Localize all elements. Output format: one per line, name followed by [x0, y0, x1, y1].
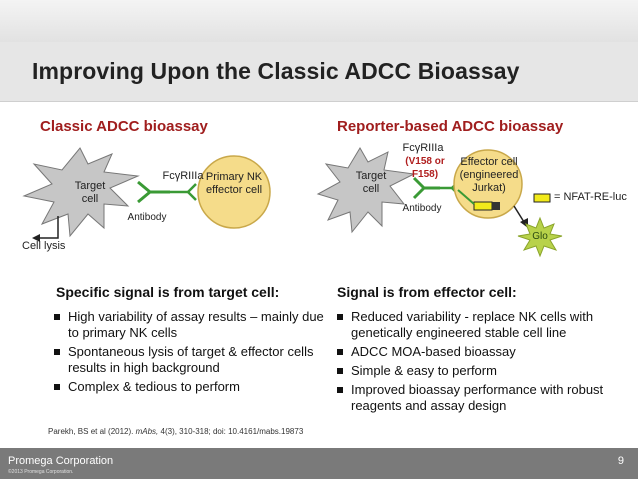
target-cell-shape [22, 147, 140, 238]
bullet-item: ADCC MOA-based bioassay [337, 344, 627, 360]
reporter-effector-label: Effector cell (engineered Jurkat) [459, 156, 519, 194]
reporter-bullet-list: Reduced variability - replace NK cells w… [337, 309, 627, 417]
legend-reporter-box [533, 193, 551, 203]
footer-bar [0, 448, 638, 479]
footer-copyright: ©2013 Promega Corporation. [8, 469, 74, 475]
reporter-receptor-variant-label: (V158 or F158) [405, 156, 445, 180]
reporter-receptor-label: FcγRIIIa [402, 142, 444, 154]
glo-burst-shape [517, 216, 563, 258]
footer-company: Promega Corporation [8, 455, 114, 467]
citation-authors: Parekh, BS et al (2012). [48, 427, 136, 436]
reporter-heading: Reporter-based ADCC bioassay [337, 118, 564, 135]
bullet-item: Simple & easy to perform [337, 363, 627, 379]
reporter-diagram: Target cell FcγRIIIa (V158 or F158) Anti… [316, 140, 628, 262]
title-bar [0, 42, 638, 102]
reporter-gene-box [473, 201, 493, 211]
citation: Parekh, BS et al (2012). mAbs, 4(3), 310… [48, 427, 303, 436]
classic-receptor-label: FcγRIIIa [162, 170, 204, 182]
slide-title: Improving Upon the Classic ADCC Bioassay [32, 58, 520, 84]
bullet-item: Complex & tedious to perform [54, 379, 326, 395]
lysis-arrow [32, 216, 59, 242]
classic-effector-label: Primary NK effector cell [205, 171, 263, 196]
reporter-target-cell-label: Target cell [355, 170, 387, 195]
antibody-icon [137, 180, 170, 204]
page-number: 9 [617, 455, 624, 467]
classic-antibody-label: Antibody [127, 212, 167, 223]
cell-lysis-label: Cell lysis [22, 240, 66, 252]
glo-label: Glo [532, 231, 548, 242]
reporter-diagram-svg [316, 147, 563, 258]
reporter-target-cell-shape [316, 147, 416, 234]
classic-bullet-list: High variability of assay results – main… [54, 309, 326, 398]
receptor-icon [170, 183, 197, 201]
citation-journal: mAbs, [135, 427, 159, 436]
glo-arrow [513, 205, 528, 228]
nk-effector-cell-shape [197, 155, 271, 229]
classic-diagram: Target cell FcγRIIIa Antibody Primary NK… [20, 140, 320, 262]
classic-diagram-svg [22, 147, 271, 242]
bullet-item: High variability of assay results – main… [54, 309, 326, 341]
signal-arrow [457, 189, 475, 205]
top-band [0, 0, 638, 42]
classic-target-cell-label: Target cell [74, 180, 106, 205]
classic-heading: Classic ADCC bioassay [40, 118, 208, 135]
legend-label: = NFAT-RE-luc [554, 191, 627, 203]
classic-card-heading: Specific signal is from target cell: [56, 284, 280, 300]
bullet-item: Spontaneous lysis of target & effector c… [54, 344, 326, 376]
reporter-gene-box-dark [492, 202, 500, 210]
citation-details: 4(3), 310-318; doi: 10.4161/mabs.19873 [158, 427, 304, 436]
bullet-item: Improved bioassay performance with robus… [337, 382, 627, 414]
bullet-item: Reduced variability - replace NK cells w… [337, 309, 627, 341]
reporter-card-heading: Signal is from effector cell: [337, 284, 517, 300]
reporter-antibody-label: Antibody [402, 203, 442, 214]
reporter-antibody-icon [412, 176, 440, 200]
